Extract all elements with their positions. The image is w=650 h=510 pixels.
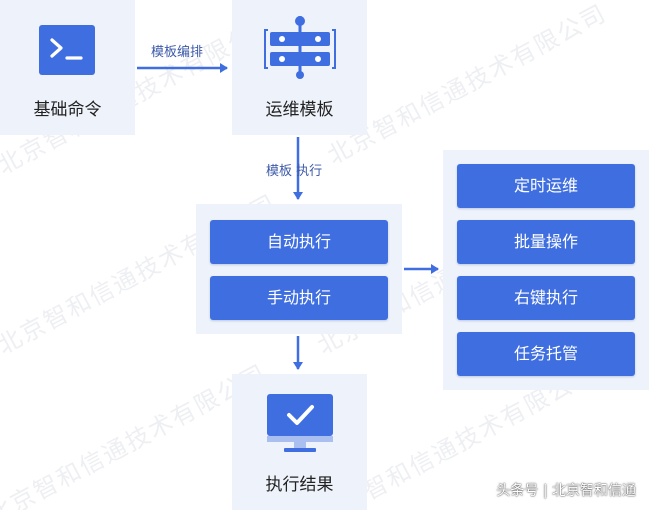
edge-label-execution: 模板 执行: [266, 164, 323, 179]
terminal-icon: [39, 25, 95, 75]
source-credit: 头条号 | 北京智和信通: [496, 483, 636, 499]
template-flow-icon: [264, 16, 336, 79]
exec-result-label: 执行结果: [265, 475, 334, 495]
manual-exec-button[interactable]: 手动执行: [210, 276, 388, 320]
basic-commands-node: 基础命令: [0, 0, 135, 135]
exec-targets-panel: 定时运维 批量操作 右键执行 任务托管: [443, 150, 649, 390]
exec-mode-panel: 自动执行 手动执行: [196, 204, 402, 334]
right-click-exec-button[interactable]: 右键执行: [457, 276, 635, 320]
task-hosting-button[interactable]: 任务托管: [457, 332, 635, 376]
batch-operation-button[interactable]: 批量操作: [457, 220, 635, 264]
edge-label-orchestration: 模板编排: [151, 45, 204, 60]
monitor-check-icon: [267, 394, 333, 452]
ops-template-label: 运维模板: [265, 100, 334, 120]
scheduled-ops-button[interactable]: 定时运维: [457, 164, 635, 208]
ops-template-node: 运维模板: [232, 0, 367, 135]
basic-commands-label: 基础命令: [33, 100, 102, 120]
auto-exec-button[interactable]: 自动执行: [210, 220, 388, 264]
exec-result-node: 执行结果: [232, 374, 367, 510]
